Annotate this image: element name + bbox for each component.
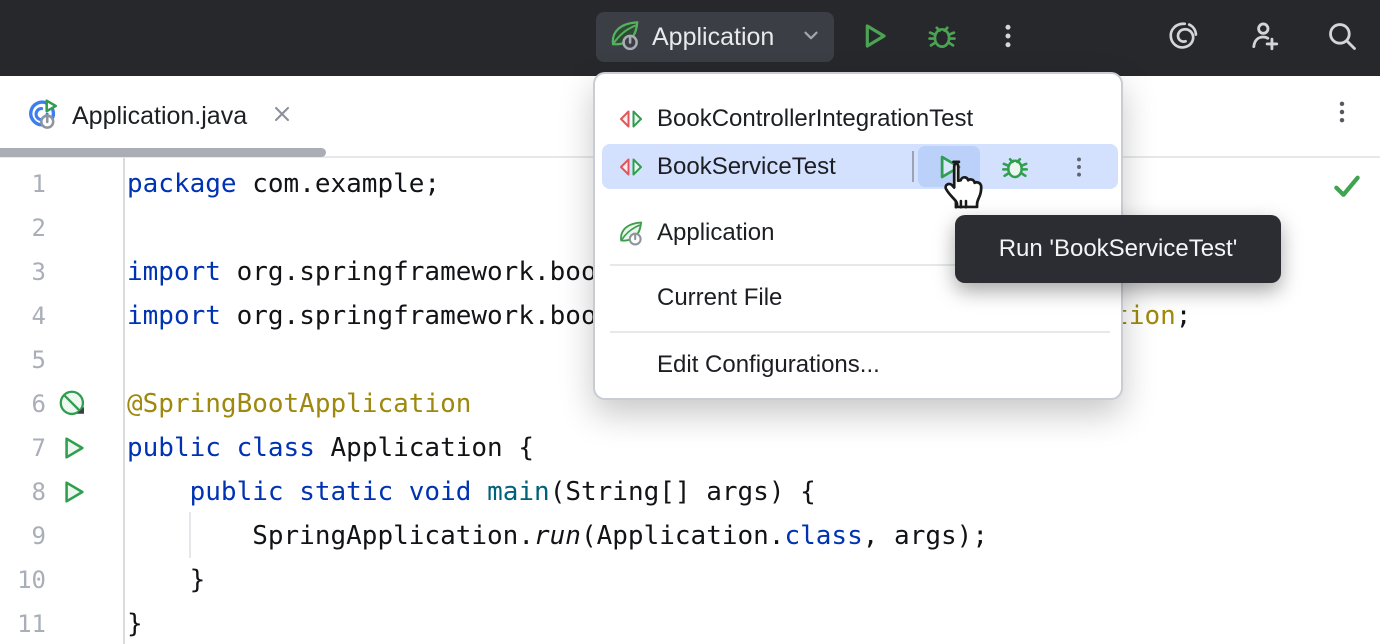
- tab-bar-more-button[interactable]: [1324, 96, 1360, 132]
- menu-item-current-file[interactable]: Current File: [595, 276, 1125, 320]
- code-text: package com.example;: [127, 169, 441, 199]
- line-number: 6: [31, 390, 46, 418]
- main-toolbar: Application: [0, 0, 1380, 76]
- gutter-separator: [123, 158, 125, 644]
- tooltip-text: Run 'BookServiceTest': [998, 235, 1238, 262]
- line-number: 11: [17, 610, 46, 638]
- search-icon: [1325, 19, 1359, 58]
- code-text: public class Application {: [127, 433, 535, 463]
- run-icon[interactable]: [56, 426, 90, 470]
- line-number: 1: [31, 170, 46, 198]
- line-number: 8: [31, 478, 46, 506]
- code-line[interactable]: 1 package com.example;: [0, 162, 1380, 206]
- no-problems-check-icon[interactable]: [1330, 170, 1364, 204]
- code-text: SpringApplication.run(Application.class,…: [127, 521, 988, 551]
- line-number: 2: [31, 214, 46, 242]
- spring-boot-app-icon: [617, 219, 645, 247]
- line-number: 3: [31, 258, 46, 286]
- more-options-icon: [993, 21, 1023, 56]
- junit-test-icon: [617, 105, 645, 133]
- close-icon[interactable]: [269, 101, 295, 132]
- code-line[interactable]: 7 public class Application {: [0, 426, 1380, 470]
- menu-item-book-service-test[interactable]: BookServiceTest: [602, 144, 1118, 189]
- spring-boot-run-file-icon: [26, 97, 60, 136]
- add-user-button[interactable]: [1246, 20, 1282, 56]
- run-configuration-selector[interactable]: Application: [596, 12, 834, 62]
- line-number: 7: [31, 434, 46, 462]
- run-icon[interactable]: [56, 470, 90, 514]
- run-configuration-label: Application: [652, 22, 775, 51]
- junit-test-icon: [617, 153, 645, 181]
- run-tooltip: Run 'BookServiceTest': [955, 215, 1281, 283]
- code-line[interactable]: 6 @SpringBootApplication: [0, 382, 1380, 426]
- menu-separator: [610, 264, 1110, 266]
- code-line[interactable]: 8 public static void main(String[] args)…: [0, 470, 1380, 514]
- code-text: public static void main(String[] args) {: [189, 477, 816, 507]
- code-line[interactable]: 9 SpringApplication.run(Application.clas…: [0, 514, 1380, 558]
- menu-separator: [610, 331, 1110, 333]
- code-line[interactable]: 10 }: [0, 558, 1380, 602]
- add-user-icon: [1247, 19, 1281, 58]
- menu-item-label: BookServiceTest: [657, 153, 836, 180]
- more-test-options-button[interactable]: [1064, 152, 1094, 182]
- tab-application-java[interactable]: Application.java: [20, 76, 301, 156]
- menu-item-label: Current File: [657, 284, 783, 311]
- more-run-options-button[interactable]: [990, 20, 1026, 56]
- line-number: 10: [17, 566, 46, 594]
- ai-assistant-icon: [1166, 19, 1200, 58]
- menu-item-label: Edit Configurations...: [657, 351, 880, 378]
- tab-strip-scrollbar[interactable]: [0, 148, 326, 157]
- debug-test-button[interactable]: [998, 150, 1032, 184]
- code-line[interactable]: 5: [0, 338, 1380, 382]
- line-number: 4: [31, 302, 46, 330]
- debug-icon: [925, 19, 959, 58]
- spring-bean-icon[interactable]: [56, 382, 90, 426]
- code-line[interactable]: 2: [0, 206, 1380, 250]
- menu-item-label: Application: [657, 219, 775, 246]
- debug-button[interactable]: [924, 20, 960, 56]
- chevron-down-icon: [800, 24, 822, 51]
- indent-guide: [189, 512, 191, 558]
- run-test-button[interactable]: [918, 146, 980, 187]
- cursor-pointing-hand: [933, 157, 991, 224]
- code-text: }: [127, 609, 143, 639]
- tab-label: Application.java: [72, 101, 248, 130]
- menu-item-edit-configurations[interactable]: Edit Configurations...: [595, 343, 1125, 387]
- menu-item-book-controller-integration-test[interactable]: BookControllerIntegrationTest: [595, 97, 1125, 141]
- spring-boot-app-icon: [608, 18, 642, 57]
- line-number: 5: [31, 346, 46, 374]
- search-button[interactable]: [1324, 20, 1360, 56]
- menu-item-application[interactable]: Application: [595, 211, 1125, 255]
- more-options-icon: [1328, 98, 1356, 131]
- ai-assistant-button[interactable]: [1165, 20, 1201, 56]
- run-icon: [858, 20, 890, 57]
- line-number: 9: [31, 522, 46, 550]
- run-button[interactable]: [856, 20, 892, 56]
- menu-item-label: BookControllerIntegrationTest: [657, 105, 974, 132]
- code-text: @SpringBootApplication: [127, 389, 472, 419]
- code-text: }: [127, 565, 206, 595]
- code-line[interactable]: 11}: [0, 602, 1380, 644]
- actions-divider: [912, 151, 914, 182]
